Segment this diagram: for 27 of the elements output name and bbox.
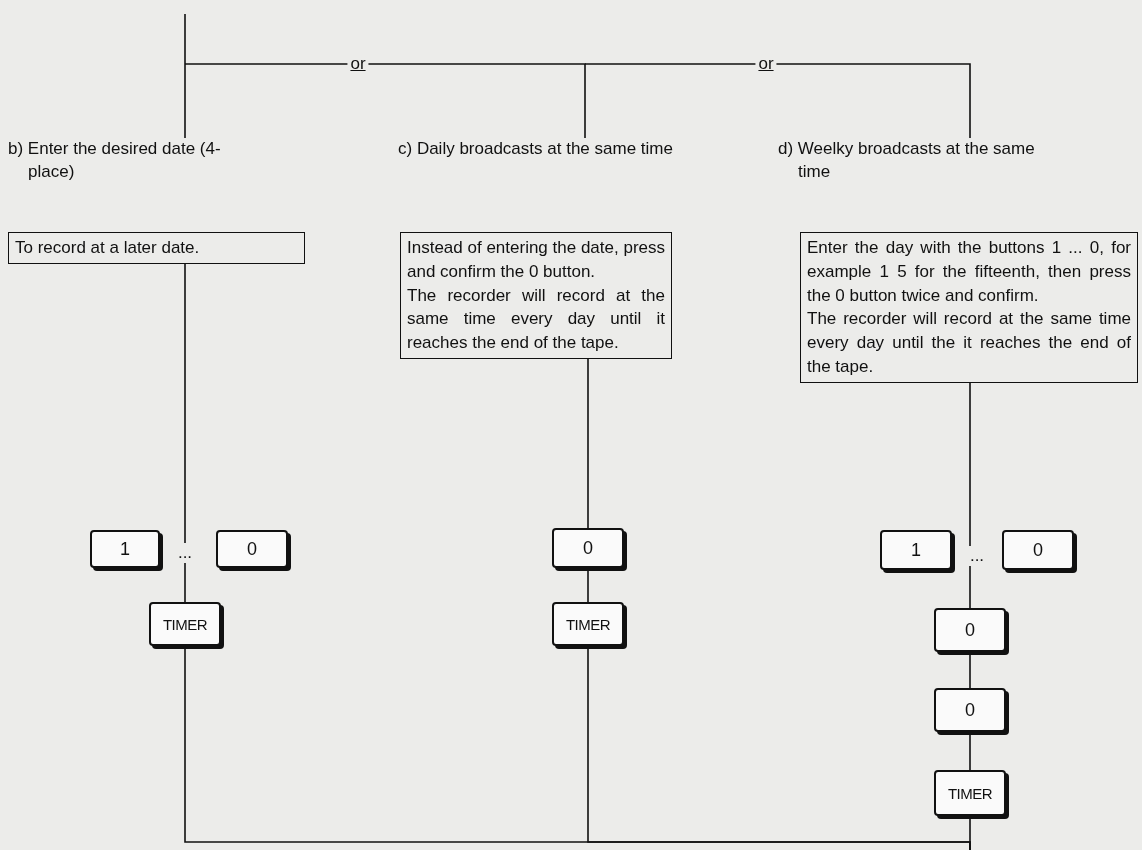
keypad-key: 0 [934, 608, 1006, 652]
instruction-text: Enter the day with the buttons 1 ... 0, for example 1 5 for the fifteenth, then press the 0 button twice and confirm. [807, 237, 1131, 307]
option-heading: b) Enter the desired date (4-place) [8, 138, 258, 184]
connector-line [184, 263, 186, 603]
option-heading: c) Daily broadcasts at the same time [398, 138, 678, 161]
connector-line [184, 63, 586, 139]
connector-line [584, 63, 971, 139]
keypad-key: 1 [880, 530, 952, 570]
keypad-key: 0 [216, 530, 288, 568]
instruction-box [8, 232, 305, 264]
keypad-key: TIMER [149, 602, 221, 646]
instruction-text: The recorder will record at the same time every day until the it reaches the end of the tape. [807, 308, 1131, 378]
keypad-key: 0 [934, 688, 1006, 732]
keypad-key: 0 [1002, 530, 1074, 570]
keypad-key: TIMER [934, 770, 1006, 816]
connector-line [587, 358, 589, 529]
option-heading: d) Weelky broadcasts at the same time [778, 138, 1040, 184]
instruction-box [400, 232, 672, 359]
connector-line [184, 13, 186, 139]
instruction-text: Instead of entering the date, press and confirm the 0 button. [407, 237, 665, 283]
instruction-box [800, 232, 1138, 383]
instruction-text: To record at a later date. [15, 237, 201, 259]
instruction-text: The recorder will record at the same time every day until it reaches the end of the tape. [407, 284, 665, 355]
keypad-key: TIMER [552, 602, 624, 646]
keypad-key: 1 [90, 530, 160, 568]
connector-line [969, 381, 971, 609]
keypad-key: 0 [552, 528, 624, 568]
